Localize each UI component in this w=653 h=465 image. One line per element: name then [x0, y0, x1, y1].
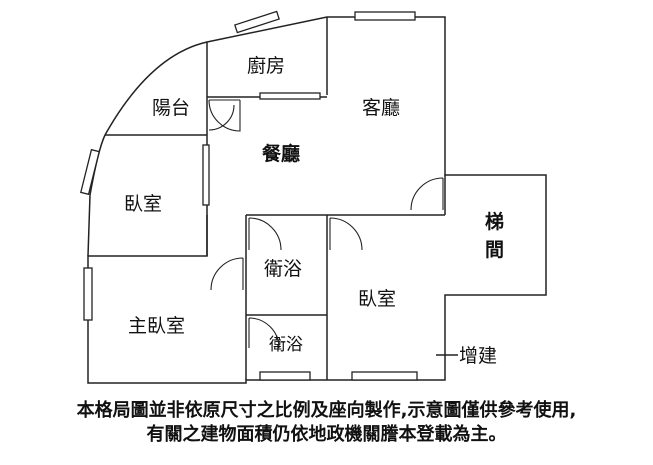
- door-bedroom-south: [329, 217, 363, 251]
- window-master-west: [83, 267, 93, 321]
- label-stairs-top: 梯: [485, 210, 504, 233]
- label-living-room: 客廳: [362, 97, 400, 119]
- window-curved-west: [80, 148, 100, 196]
- door-bath-upper: [248, 217, 282, 251]
- label-kitchen: 廚房: [247, 54, 285, 77]
- window-bottom-left: [259, 371, 311, 381]
- label-bathroom-upper: 衛浴: [264, 258, 302, 280]
- label-bedroom-west: 臥室: [124, 193, 162, 215]
- floor-plan: 廚房 陽台 客廳 餐廳 臥室 梯 間 衛浴 臥室 主臥室 衛浴 增建: [80, 10, 547, 384]
- label-bathroom-lower: 衛浴: [269, 335, 303, 355]
- label-master-bedroom: 主臥室: [128, 315, 185, 337]
- window-bottom-right: [351, 371, 418, 381]
- window-kitchen-opening: [259, 92, 321, 100]
- door-dining-balcony: [208, 104, 235, 131]
- disclaimer-line-2: 有關之建物面積仍依地政機關謄本登載為主。: [146, 424, 507, 445]
- door-kitchen-dining: [208, 99, 241, 132]
- door-bath-lower: [248, 317, 280, 349]
- window-curved-top: [234, 10, 280, 34]
- label-balcony: 陽台: [152, 97, 190, 119]
- label-extension: 增建: [459, 345, 497, 367]
- window-top: [354, 11, 416, 21]
- door-master: [210, 257, 244, 291]
- disclaimer-line-1: 本格局圖並非依原尺寸之比例及座向製作,示意圖僅供參考使用,: [76, 400, 577, 421]
- window-dining-west: [202, 144, 210, 206]
- label-bedroom-south: 臥室: [358, 288, 396, 310]
- door-living-stairs: [410, 177, 444, 211]
- label-dining-room: 餐廳: [262, 142, 300, 165]
- label-stairs-bottom: 間: [485, 239, 504, 261]
